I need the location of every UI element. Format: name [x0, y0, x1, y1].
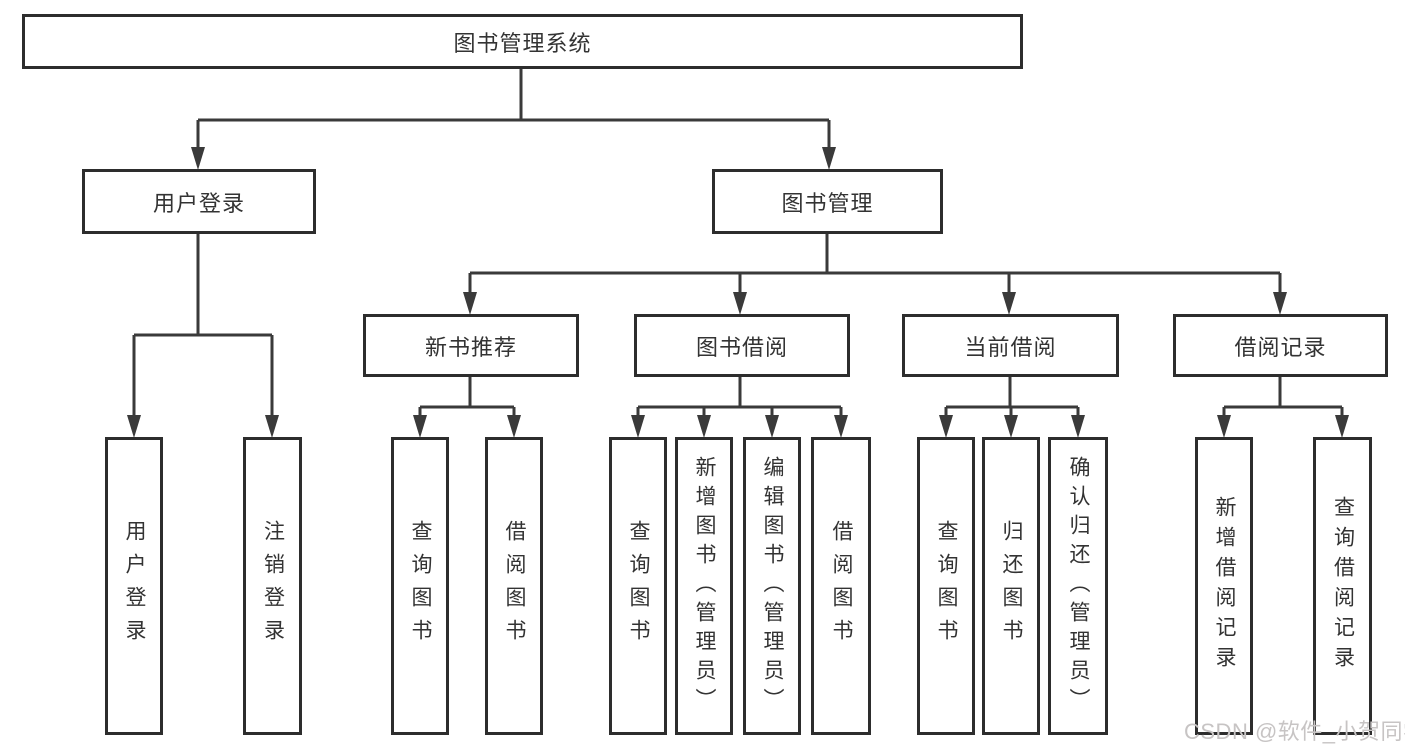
node-label: 图书管理: [781, 190, 874, 216]
node-current-borrowing: 当前借阅: [902, 314, 1119, 377]
node-user-login-leaf: 用户登录: [105, 437, 163, 735]
node-label: 借阅记录: [1234, 334, 1327, 360]
node-book-borrowing: 图书借阅: [634, 314, 850, 377]
node-bb-edit-books-admin: 编辑图书（管理员）: [743, 437, 801, 735]
node-cb-query-books: 查询图书: [917, 437, 975, 735]
node-label: 查询借阅记录: [1331, 496, 1355, 676]
node-label: 新增图书（管理员）: [693, 455, 716, 717]
node-cb-confirm-return-admin: 确认归还（管理员）: [1048, 437, 1108, 735]
node-bb-query-books: 查询图书: [609, 437, 667, 735]
node-label: 归还图书: [1000, 520, 1023, 652]
node-label: 确认归还（管理员）: [1067, 455, 1090, 717]
node-label: 用户登录: [152, 190, 245, 216]
node-logout: 注销登录: [243, 437, 302, 735]
node-new-book-recommend: 新书推荐: [363, 314, 579, 377]
node-label: 注销登录: [261, 520, 285, 652]
node-book-management: 图书管理: [712, 169, 943, 234]
node-br-add-record: 新增借阅记录: [1195, 437, 1253, 735]
node-bb-borrow-books: 借阅图书: [811, 437, 871, 735]
node-label: 图书管理系统: [453, 30, 592, 56]
node-label: 借阅图书: [503, 520, 526, 652]
node-nb-borrow-books: 借阅图书: [485, 437, 543, 735]
node-nb-query-books: 查询图书: [391, 437, 449, 735]
node-label: 用户登录: [123, 520, 146, 652]
node-label: 新书推荐: [424, 334, 517, 360]
node-label: 查询图书: [627, 520, 650, 652]
node-label: 图书借阅: [695, 334, 788, 360]
node-user-login: 用户登录: [82, 169, 316, 234]
node-label: 编辑图书（管理员）: [761, 455, 784, 717]
node-cb-return-books: 归还图书: [982, 437, 1040, 735]
node-bb-add-books-admin: 新增图书（管理员）: [675, 437, 733, 735]
node-label: 查询图书: [935, 520, 958, 652]
node-label: 借阅图书: [830, 520, 853, 652]
csdn-watermark: CSDN @软件_小贺同学: [1184, 719, 1405, 744]
node-book-management-system: 图书管理系统: [22, 14, 1023, 69]
node-borrowing-records: 借阅记录: [1173, 314, 1388, 377]
node-label: 新增借阅记录: [1213, 496, 1236, 676]
node-label: 当前借阅: [964, 334, 1057, 360]
arrowheads: [127, 147, 1349, 438]
node-br-query-record: 查询借阅记录: [1313, 437, 1372, 735]
node-label: 查询图书: [409, 520, 432, 652]
